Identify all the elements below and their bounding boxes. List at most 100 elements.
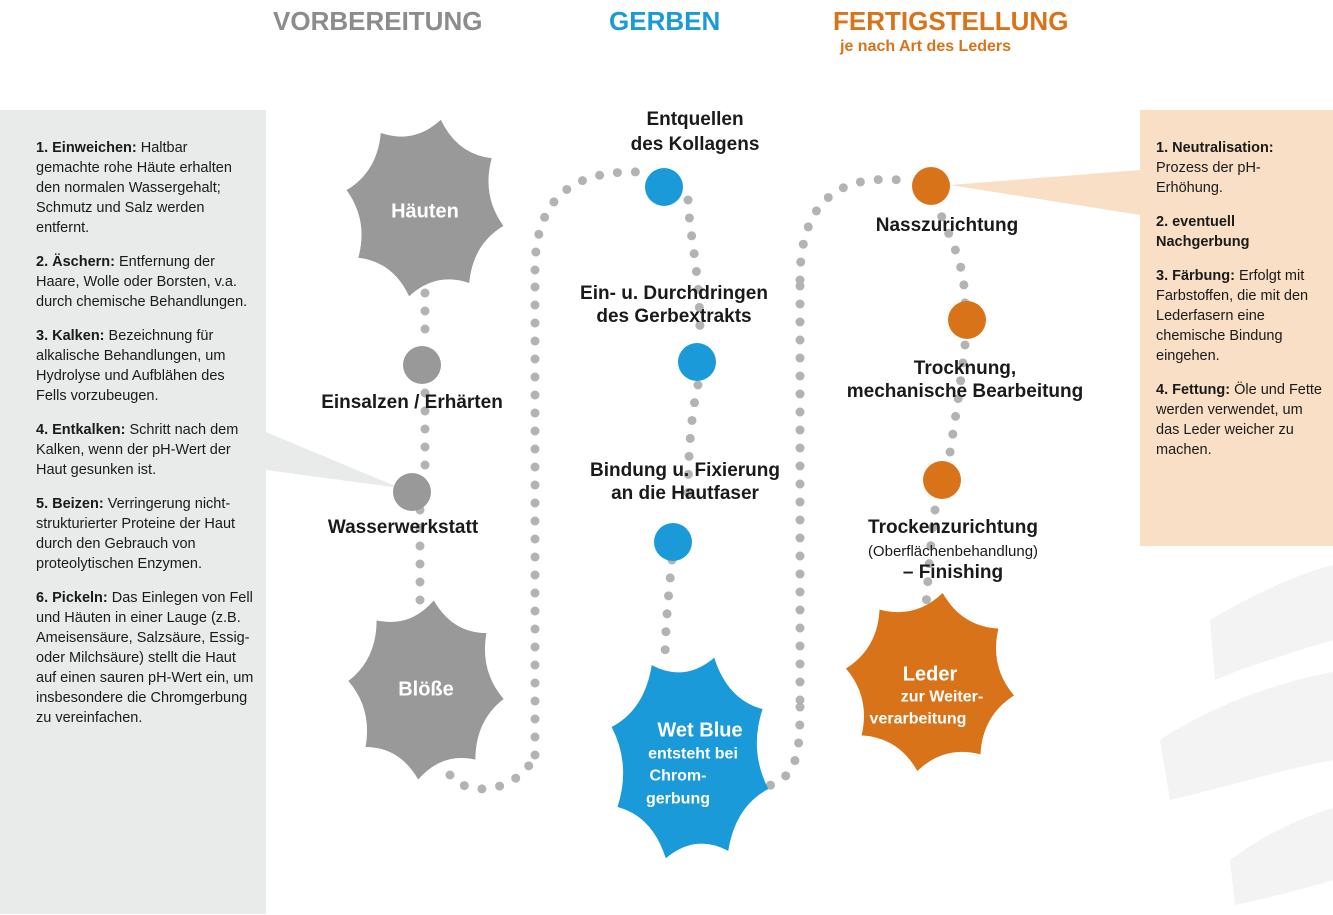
path-dot (595, 170, 605, 180)
left-panel-item-text: Verringerung nicht-strukturierter Protei… (36, 496, 236, 572)
left-panel-item: 6. Pickeln: Das Einlegen von Fell und Hä… (36, 588, 254, 728)
path-dot (530, 282, 540, 292)
step-node (912, 167, 950, 205)
path-dot (664, 591, 674, 601)
left-info-panel: 1. Einweichen: Haltbar gemachte rohe Häu… (0, 110, 266, 914)
path-dot (795, 702, 805, 712)
step-bindung-2: an die Hautfaser (611, 483, 759, 504)
path-dot (796, 257, 806, 267)
path-dot (530, 480, 540, 490)
right-panel-item-title: 4. Fettung: (1156, 382, 1231, 398)
path-dot (781, 771, 791, 781)
path-dot (928, 523, 938, 533)
path-dot (695, 320, 705, 330)
path-dot (795, 533, 805, 543)
left-panel-pointer (266, 432, 400, 488)
path-dot (530, 696, 540, 706)
path-dot (530, 534, 540, 544)
left-panel-item: 3. Kalken: Bezeichnung für alkalische Be… (36, 326, 254, 406)
dotted-path (415, 167, 970, 795)
path-dot (923, 577, 933, 587)
left-panel-item-text: Schritt nach dem Kalken, wenn der pH-Wer… (36, 422, 239, 478)
right-panel-item-title: 2. eventuell Nachgerbung (1156, 214, 1250, 250)
path-dot (823, 192, 833, 202)
path-dot (540, 212, 550, 222)
path-dot (459, 781, 469, 791)
step-node (678, 343, 716, 381)
path-dot (795, 479, 805, 489)
path-dot (415, 595, 425, 605)
path-dot (684, 213, 694, 223)
left-panel-item-text: Bezeichnung für alkalische Behandlungen,… (36, 328, 226, 404)
path-dot (530, 606, 540, 616)
path-dot (795, 371, 805, 381)
path-dot (945, 447, 955, 457)
path-dot (683, 469, 693, 479)
path-dot (795, 407, 805, 417)
path-dot (921, 595, 931, 605)
path-dot (795, 335, 805, 345)
step-entquellen-1: Entquellen (646, 109, 744, 130)
step-nodes (393, 167, 986, 561)
path-dot (530, 642, 540, 652)
step-node (654, 523, 692, 561)
path-dot (766, 780, 776, 790)
left-panel-item-title: 1. Einweichen: (36, 140, 137, 156)
path-dot (795, 551, 805, 561)
path-dot (685, 433, 695, 443)
step-durchdringen-1: Ein- u. Durchdringen (580, 283, 768, 304)
path-dot (420, 460, 430, 470)
path-dot (930, 505, 940, 515)
path-dot (798, 239, 808, 249)
path-dot (530, 678, 540, 688)
step-durchdringen-2: des Gerbextrakts (596, 306, 752, 327)
path-dot (937, 212, 947, 222)
shape-label-bloesse: Blöße (398, 678, 454, 701)
left-panel-item-text: Das Einlegen von Fell und Häuten in eine… (36, 590, 254, 726)
path-dot (530, 444, 540, 454)
path-dot (684, 451, 694, 461)
path-dot (530, 354, 540, 364)
step-node (403, 346, 441, 384)
path-dot (956, 262, 966, 272)
path-dot (530, 336, 540, 346)
path-dot (795, 695, 805, 705)
left-panel-item: 4. Entkalken: Schritt nach dem Kalken, w… (36, 420, 254, 480)
path-dot (531, 247, 541, 257)
path-dot (795, 497, 805, 507)
shape-label-haeuten: Häuten (391, 200, 459, 223)
path-dot (415, 577, 425, 587)
path-dot (693, 380, 703, 390)
path-dot (795, 587, 805, 597)
path-dot (530, 588, 540, 598)
path-dot (420, 288, 430, 298)
path-dot (795, 275, 805, 285)
path-dot (693, 284, 703, 294)
path-dot (415, 559, 425, 569)
right-panel-item: 2. eventuell Nachgerbung (1156, 212, 1323, 252)
path-dot (662, 609, 672, 619)
path-dot (795, 299, 805, 309)
shape-label-wetblue-line3: gerbung (646, 790, 710, 808)
path-dot (690, 398, 700, 408)
right-panel-item: 4. Fettung: Öle und Fette werden verwend… (1156, 380, 1323, 460)
left-panel-item-title: 4. Entkalken: (36, 422, 126, 438)
path-dot (530, 516, 540, 526)
path-dot (415, 541, 425, 551)
path-dot (420, 388, 430, 398)
path-dot (795, 443, 805, 453)
path-dot (924, 559, 934, 569)
path-dot (530, 570, 540, 580)
left-panel-item-title: 3. Kalken: (36, 328, 105, 344)
right-panel-item-text: Öle und Fette werden verwendet, um das L… (1156, 382, 1322, 458)
shape-label-leder-line1: zur Weiter- (900, 688, 984, 706)
path-dot (944, 228, 954, 238)
path-dot (477, 784, 487, 794)
path-dot (953, 394, 963, 404)
path-dot (683, 487, 693, 497)
path-dot (958, 358, 968, 368)
path-dot (530, 750, 540, 760)
path-dot (838, 183, 848, 193)
path-dot (612, 168, 622, 178)
